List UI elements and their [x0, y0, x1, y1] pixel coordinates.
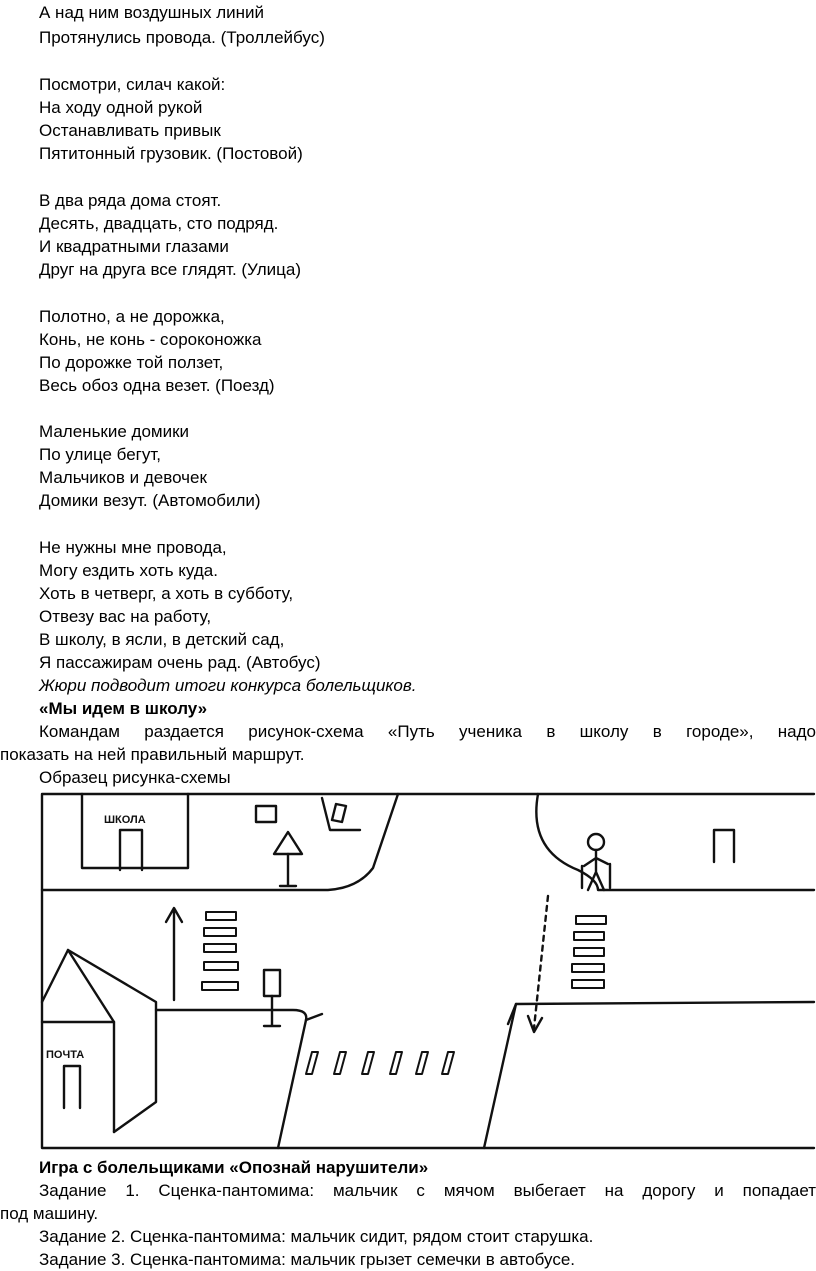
building-corner — [320, 796, 362, 832]
boy-head — [586, 832, 606, 852]
riddle-4-line-1: Полотно, а не дорожка, — [39, 307, 225, 326]
riddle-6-line-6: Я пассажирам очень рад. (Автобус) — [39, 653, 321, 672]
crosswalk-left — [201, 911, 239, 991]
riddle-5-line-2: По улице бегут, — [39, 445, 161, 464]
post-office-door — [62, 1064, 82, 1110]
section-paragraph-text-1: Командам раздается рисунок-схема «Путь у… — [39, 722, 816, 741]
riddle-5-line-3: Мальчиков и девочек — [39, 468, 207, 487]
post-office-side — [66, 948, 158, 1134]
route-arrow-down — [526, 1014, 544, 1034]
boy-sign — [580, 862, 612, 890]
curb-bottom-right-tick — [506, 1002, 518, 1026]
riddle-2-line-1: Посмотри, силач какой: — [39, 75, 226, 94]
section-paragraph-line-2: показать на ней правильный маршрут. — [0, 745, 305, 764]
route-arrow-up — [164, 906, 184, 1002]
riddle-3-line-1: В два ряда дома стоят. — [39, 191, 222, 210]
boy-figure-icon — [582, 848, 610, 892]
building-window — [330, 802, 348, 824]
sample-caption: Образец рисунка-схемы — [39, 768, 231, 787]
riddle-3-line-2: Десять, двадцать, сто подряд. — [39, 214, 279, 233]
riddle-1-line-2: Протянулись провода. (Троллейбус) — [39, 28, 325, 47]
school-building — [80, 792, 190, 870]
curb-bottom-left — [154, 1008, 308, 1150]
crosswalk-bottom — [305, 1051, 455, 1075]
riddle-6-line-5: В школу, в ясли, в детский сад, — [39, 630, 285, 649]
curb-bottom-left-tick — [304, 1012, 324, 1022]
riddle-3-line-4: Друг на друга все глядят. (Улица) — [39, 260, 301, 279]
school-door — [118, 828, 144, 872]
post-office-roof — [40, 948, 116, 1134]
task-3: Задание 3. Сценка-пантомима: мальчик гры… — [39, 1250, 576, 1269]
riddle-4-line-2: Конь, не конь - сороконожка — [39, 330, 262, 349]
section-paragraph-line-1: Командам раздается рисунок-схема «Путь у… — [39, 720, 816, 743]
riddle-6-line-3: Хоть в четверг, а хоть в субботу, — [39, 584, 294, 603]
riddle-3-line-3: И квадратными глазами — [39, 237, 229, 256]
riddle-6-line-1: Не нужны мне провода, — [39, 538, 227, 557]
riddle-5-line-4: Домики везут. (Автомобили) — [39, 491, 261, 510]
riddle-2-line-4: Пятитонный грузовик. (Постовой) — [39, 144, 303, 163]
riddle-4-line-4: Весь обоз одна везет. (Поезд) — [39, 376, 275, 395]
route-scheme-drawing: ШКОЛА ПОЧТА — [40, 792, 816, 1150]
task-1-line-2: под машину. — [0, 1204, 99, 1223]
route-dashed — [532, 894, 550, 1030]
riddle-2-line-2: На ходу одной рукой — [39, 98, 203, 117]
jury-note: Жюри подводит итоги конкурса болельщиков… — [39, 676, 417, 695]
task-2: Задание 2. Сценка-пантомима: мальчик сид… — [39, 1227, 594, 1246]
window-square — [254, 804, 278, 824]
curb-bottom-right — [482, 1000, 816, 1150]
frame — [40, 792, 816, 1150]
crosswalk-right — [571, 915, 607, 989]
task-1-line-1: Задание 1. Сценка-пантомима: мальчик с м… — [39, 1179, 816, 1202]
right-house-door — [712, 828, 736, 864]
traffic-light-icon — [262, 968, 282, 998]
section-title-school: «Мы идем в школу» — [39, 699, 208, 718]
riddle-2-line-3: Останавливать привык — [39, 121, 221, 140]
curb-top-right — [535, 792, 816, 892]
sign-pole — [278, 852, 298, 888]
post-office-label: ПОЧТА — [46, 1049, 84, 1061]
task-1-text-1: Задание 1. Сценка-пантомима: мальчик с м… — [39, 1181, 816, 1200]
curb-top-left — [40, 792, 400, 892]
warning-sign-icon — [272, 830, 304, 856]
riddle-6-line-4: Отвезу вас на работу, — [39, 607, 212, 626]
riddle-4-line-3: По дорожке той ползет, — [39, 353, 224, 372]
riddle-5-line-1: Маленькие домики — [39, 422, 190, 441]
riddle-6-line-2: Могу ездить хоть куда. — [39, 561, 218, 580]
school-label: ШКОЛА — [104, 814, 146, 826]
section-title-game: Игра с болельщиками «Опознай нарушители» — [39, 1158, 429, 1177]
riddle-1-line-1: А над ним воздушных линий — [39, 3, 265, 22]
